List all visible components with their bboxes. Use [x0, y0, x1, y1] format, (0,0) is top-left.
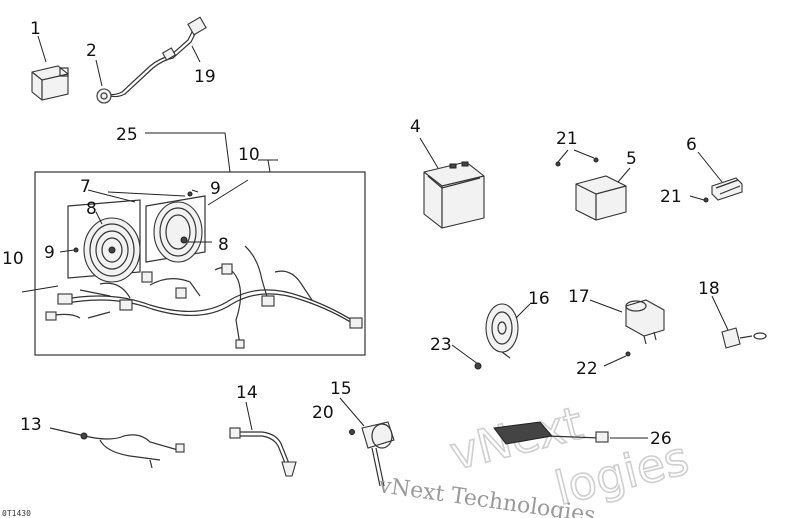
part-7-headlight-right — [145, 191, 206, 263]
callout-25: 25 — [116, 125, 138, 145]
part-13-cable — [49, 427, 185, 469]
callout-14: 14 — [236, 383, 258, 403]
callout-26: 26 — [650, 429, 672, 449]
callout-10-top: 10 — [238, 145, 260, 165]
callout-2: 2 — [86, 41, 97, 61]
callout-17: 17 — [568, 287, 590, 307]
callout-15: 15 — [330, 379, 352, 399]
part-1-relay — [31, 65, 69, 101]
part-2-sensor-cable — [96, 16, 207, 104]
callout-6: 6 — [686, 135, 697, 155]
part-18-socket — [721, 327, 767, 349]
figure-code: 0T1430 — [2, 509, 31, 518]
part-17-flasher — [625, 299, 665, 345]
callout-23: 23 — [430, 335, 452, 355]
part-14-sensor — [229, 427, 297, 477]
part-6-connector — [703, 177, 743, 203]
part-5-module — [555, 157, 627, 221]
callout-7: 7 — [80, 177, 91, 197]
callout-9-right: 9 — [210, 179, 221, 199]
harness-frame — [34, 171, 366, 356]
part-4-battery — [423, 161, 485, 229]
callout-21-top: 21 — [556, 129, 578, 149]
callout-4: 4 — [410, 117, 421, 137]
callout-10-left: 10 — [2, 249, 24, 269]
callout-18: 18 — [698, 279, 720, 299]
part-25-wiring-harness — [45, 245, 363, 349]
part-16-horn — [485, 303, 519, 359]
part-7-headlight-left — [67, 199, 141, 283]
callout-19: 19 — [194, 67, 216, 87]
callout-20: 20 — [312, 403, 334, 423]
callout-13: 13 — [20, 415, 42, 435]
callout-8-left: 8 — [86, 199, 97, 219]
callout-5: 5 — [626, 149, 637, 169]
callout-8-right: 8 — [218, 235, 229, 255]
callout-9-left: 9 — [44, 243, 55, 263]
part-26-relay-cable — [493, 421, 609, 445]
part-15-switch — [349, 421, 395, 487]
callout-21-right: 21 — [660, 187, 682, 207]
callout-1: 1 — [30, 19, 41, 39]
callout-22: 22 — [576, 359, 598, 379]
callout-16: 16 — [528, 289, 550, 309]
